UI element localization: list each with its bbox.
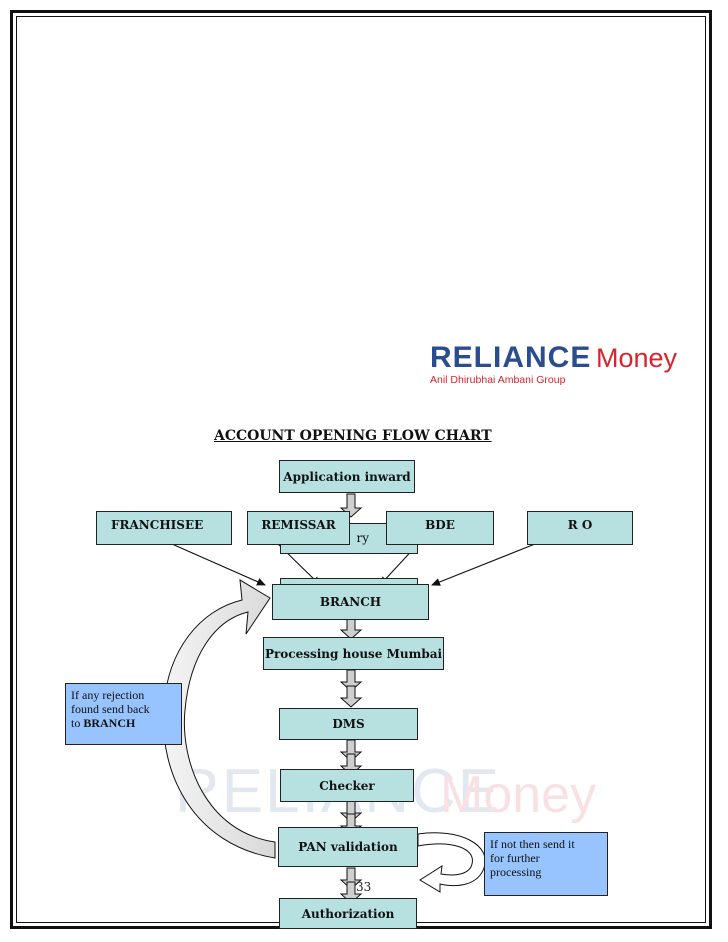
source-label: R O — [567, 518, 593, 532]
flow-chart-title: ACCOUNT OPENING FLOW CHART — [214, 428, 492, 444]
source-remissar: REMISSAR — [247, 511, 350, 545]
node-label: Authorization — [301, 906, 395, 921]
note-line: If any rejection — [71, 688, 145, 702]
node-application-inward: Application inward — [279, 460, 415, 493]
note-line: found send back — [71, 702, 150, 716]
node-label: ry — [356, 531, 369, 545]
down-arrow — [339, 800, 363, 823]
reliance-money-logo: RELIANCE Money Anil Dhirubhai Ambani Gro… — [430, 341, 678, 386]
node-checker: Checker — [280, 769, 414, 802]
note-line: If not then send it — [490, 837, 575, 851]
down-arrow — [339, 867, 363, 890]
down-arrow — [339, 739, 363, 762]
node-label: BRANCH — [319, 595, 382, 609]
node-label: PAN validation — [298, 840, 398, 854]
note-line: for further — [490, 851, 540, 865]
svg-text:Money: Money — [596, 343, 678, 373]
node-pan-validation: PAN validation — [278, 827, 418, 867]
down-arrow — [339, 669, 363, 692]
source-label: FRANCHISEE — [111, 518, 204, 532]
note-line: to BRANCH — [71, 716, 136, 730]
down-arrow — [339, 685, 363, 708]
source-franchisee: FRANCHISEE — [96, 511, 232, 545]
note-line: processing — [490, 865, 542, 879]
source-label: REMISSAR — [261, 518, 336, 532]
svg-text:Anil Dhirubhai Ambani Group: Anil Dhirubhai Ambani Group — [430, 374, 566, 386]
svg-text:Money: Money — [440, 766, 596, 824]
node-branch: BRANCH — [272, 584, 429, 620]
rejection-note: If any rejection found send back to BRAN… — [65, 683, 182, 745]
node-label: Checker — [319, 778, 375, 793]
svg-text:RELIANCE: RELIANCE — [430, 341, 591, 374]
source-bde: BDE — [386, 511, 494, 545]
source-label: BDE — [425, 518, 455, 532]
down-arrow — [339, 617, 363, 640]
source-ro: R O — [527, 511, 633, 545]
node-authorization: Authorization — [279, 898, 417, 929]
further-processing-loop-arrow — [417, 832, 486, 893]
node-label: Application inward — [283, 469, 411, 484]
node-processing-house: Processing house Mumbai — [263, 637, 444, 670]
further-processing-note: If not then send it for further processi… — [484, 832, 608, 896]
node-dms: DMS — [279, 708, 418, 740]
node-label: DMS — [332, 717, 365, 731]
rejection-return-arrow — [162, 579, 276, 859]
node-label: Processing house Mumbai — [264, 646, 443, 661]
page-number: 33 — [356, 880, 372, 894]
